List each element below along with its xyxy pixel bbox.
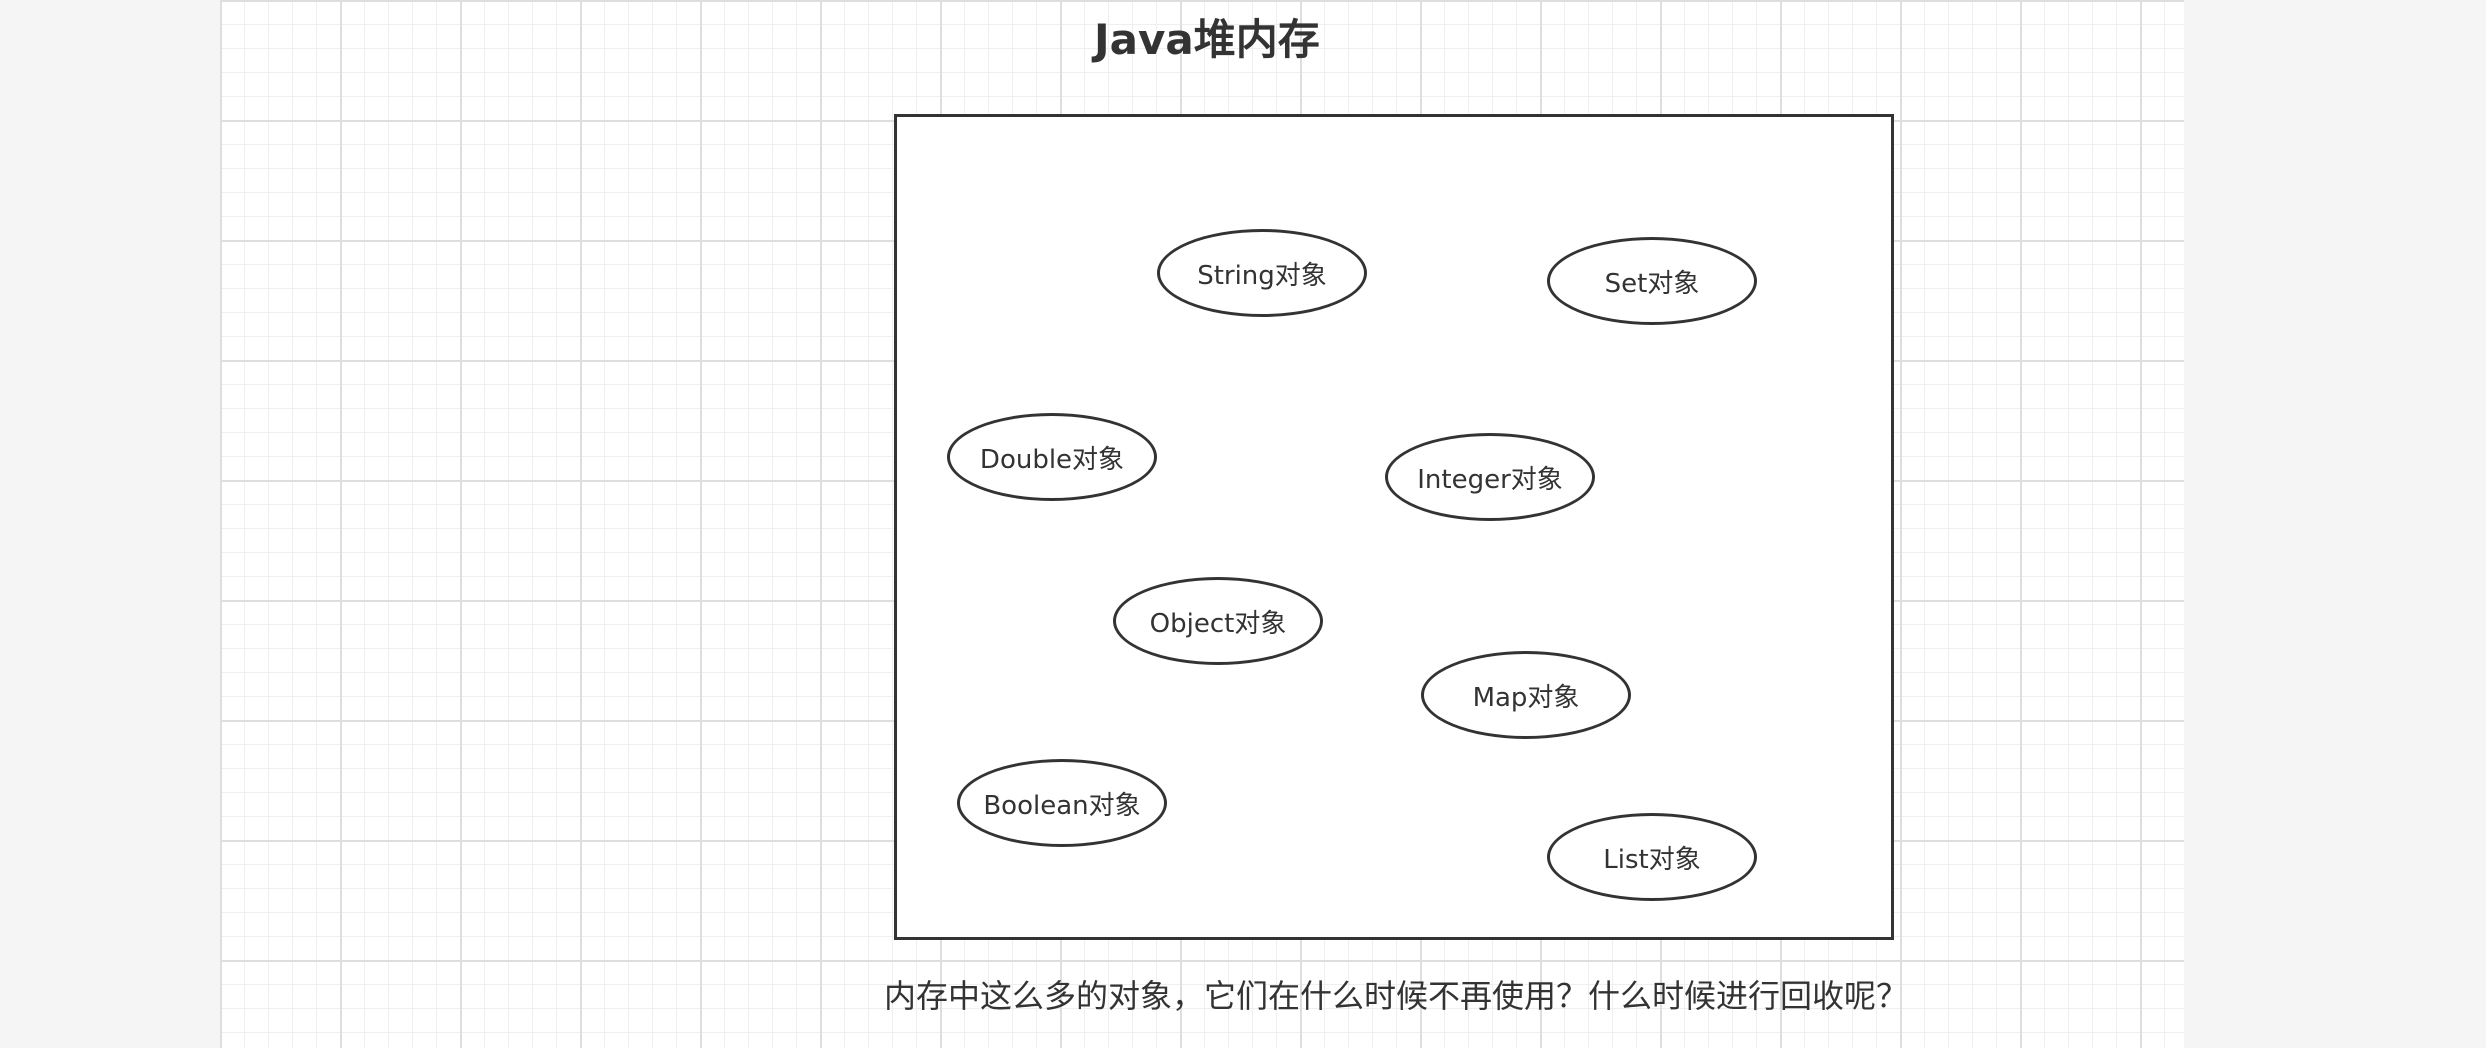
heap-memory-box: String对象 Set对象 Double对象 Integer对象 Object…	[894, 114, 1894, 940]
grid-canvas: Java堆内存 String对象 Set对象 Double对象 Integer对…	[220, 0, 2184, 1048]
object-node-integer: Integer对象	[1385, 433, 1595, 521]
object-node-list: List对象	[1547, 813, 1757, 901]
object-node-map: Map对象	[1421, 651, 1631, 739]
object-node-double: Double对象	[947, 413, 1157, 501]
object-node-boolean: Boolean对象	[957, 759, 1167, 847]
diagram-caption: 内存中这么多的对象，它们在什么时候不再使用？什么时候进行回收呢？	[884, 977, 1909, 1015]
object-node-string: String对象	[1157, 229, 1367, 317]
object-node-set: Set对象	[1547, 237, 1757, 325]
diagram-title: Java堆内存	[1094, 15, 1320, 64]
object-node-object: Object对象	[1113, 577, 1323, 665]
